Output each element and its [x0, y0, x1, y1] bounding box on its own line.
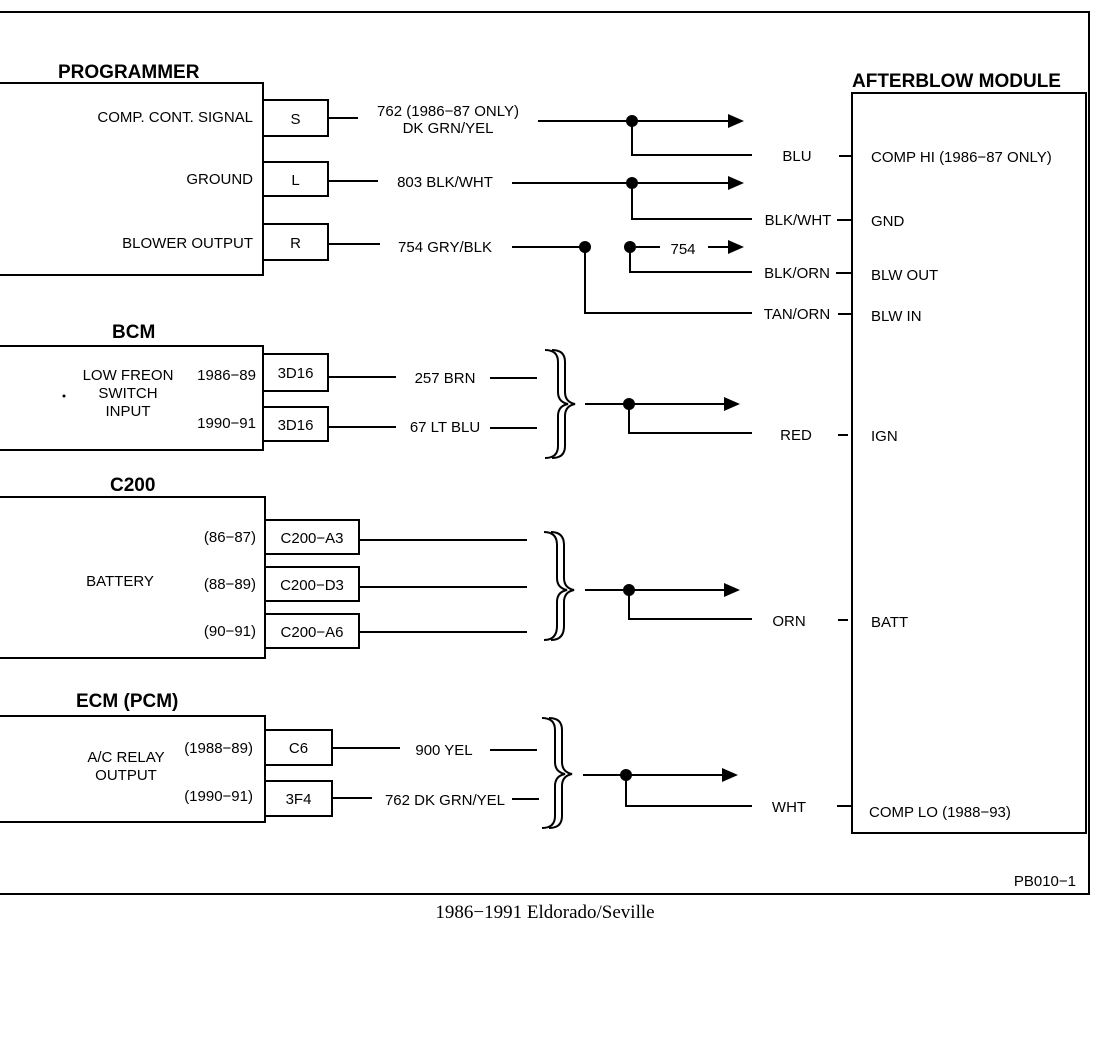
pin-c6: C6: [289, 740, 308, 757]
c200-years-88-89: (88−89): [204, 576, 256, 593]
c200-years-90-91: (90−91): [204, 623, 256, 640]
diagram-frame: [0, 11, 1090, 895]
pin-box-c200-a3: [264, 519, 360, 555]
bcm-years-1986-89: 1986−89: [197, 367, 256, 384]
afterblow-module-box: [851, 92, 1087, 834]
pin-3d16-a: 3D16: [278, 365, 314, 382]
ecm-brace: [541, 717, 566, 829]
bcm-box: [0, 345, 264, 451]
ecm-label-line-2: OUTPUT: [95, 767, 157, 784]
wire-257-brn-label: 257 BRN: [415, 370, 476, 387]
wire-67-lt-blu-label: 67 LT BLU: [410, 419, 480, 436]
pin-3f4: 3F4: [286, 791, 312, 808]
afterblow-terminal-comp-lo: COMP LO (1988−93): [869, 804, 1011, 821]
pin-l: L: [291, 172, 299, 189]
pin-box-3f4: [264, 780, 333, 817]
pin-r: R: [290, 235, 301, 252]
bcm-years-1990-91: 1990−91: [197, 415, 256, 432]
pin-c200-a6: C200−A6: [281, 624, 344, 641]
afterblow-wire-red: RED: [780, 427, 812, 444]
afterblow-terminal-comp-hi: COMP HI (1986−87 ONLY): [871, 149, 1052, 166]
wire-762-dk-grn-yel-label: 762 DK GRN/YEL: [385, 792, 505, 809]
pin-c200-a3: C200−A3: [281, 530, 344, 547]
afterblow-wire-wht: WHT: [772, 799, 806, 816]
bcm-label-line-3: INPUT: [106, 403, 151, 420]
pin-box-c200-d3: [264, 566, 360, 602]
wire-dk-grn-yel-label: DK GRN/YEL: [403, 120, 494, 137]
wire-754-gry-blk-label: 754 GRY/BLK: [398, 239, 492, 256]
afterblow-terminal-blw-out-label: BLW OUT: [871, 267, 938, 284]
wire-803-label: 803 BLK/WHT: [397, 174, 493, 191]
bcm-brace: [544, 349, 569, 459]
ecm-years-1988-89: (1988−89): [184, 740, 253, 757]
bcm-label-line-2: SWITCH: [98, 385, 157, 402]
pin-box-3d16-a: [262, 353, 329, 392]
c200-brace: [543, 531, 568, 641]
afterblow-terminal-batt: BATT: [871, 614, 908, 631]
pin-c200-d3: C200−D3: [280, 577, 344, 594]
afterblow-wire-orn: ORN: [772, 613, 805, 630]
afterblow-terminal-blw-in: BLW IN: [871, 308, 922, 325]
bcm-label-line-1: LOW FREON: [83, 367, 174, 384]
programmer-label-blower-output: BLOWER OUTPUT: [122, 235, 253, 252]
pin-3d16-b: 3D16: [278, 417, 314, 434]
pin-box-3d16-b: [262, 406, 329, 442]
afterblow-wire-blu: BLU: [782, 148, 811, 165]
pin-box-r: [262, 223, 329, 261]
programmer-title: PROGRAMMER: [58, 62, 200, 83]
programmer-label-ground: GROUND: [186, 171, 253, 188]
afterblow-wire-tan-orn: TAN/ORN: [764, 306, 830, 323]
c200-label-battery: BATTERY: [86, 573, 154, 590]
bcm-title: BCM: [112, 322, 155, 343]
diagram-caption: 1986−1991 Eldorado/Seville: [435, 902, 654, 923]
ecm-title: ECM (PCM): [76, 691, 178, 712]
pin-box-c6: [264, 729, 333, 766]
c200-title: C200: [110, 475, 155, 496]
wire-754-branch-label: 754: [670, 241, 695, 258]
afterblow-terminal-gnd: GND: [871, 213, 905, 230]
afterblow-terminal-ign: IGN: [871, 428, 898, 445]
pin-box-l: [262, 161, 329, 197]
afterblow-wire-blk-wht: BLK/WHT: [765, 212, 832, 229]
c200-years-86-87: (86−87): [204, 529, 256, 546]
ecm-box: [0, 715, 266, 823]
pin-s: S: [290, 111, 300, 128]
afterblow-wire-blk-orn: BLK/ORN: [764, 265, 830, 282]
afterblow-title: AFTERBLOW MODULE: [852, 71, 1061, 92]
wire-762-label: 762 (1986−87 ONLY): [377, 103, 519, 120]
ecm-years-1990-91: (1990−91): [184, 788, 253, 805]
reference-code: PB010−1: [1014, 873, 1076, 890]
programmer-label-comp-cont: COMP. CONT. SIGNAL: [97, 109, 253, 126]
ecm-label-line-1: A/C RELAY: [87, 749, 164, 766]
wire-900-yel-label: 900 YEL: [415, 742, 472, 759]
